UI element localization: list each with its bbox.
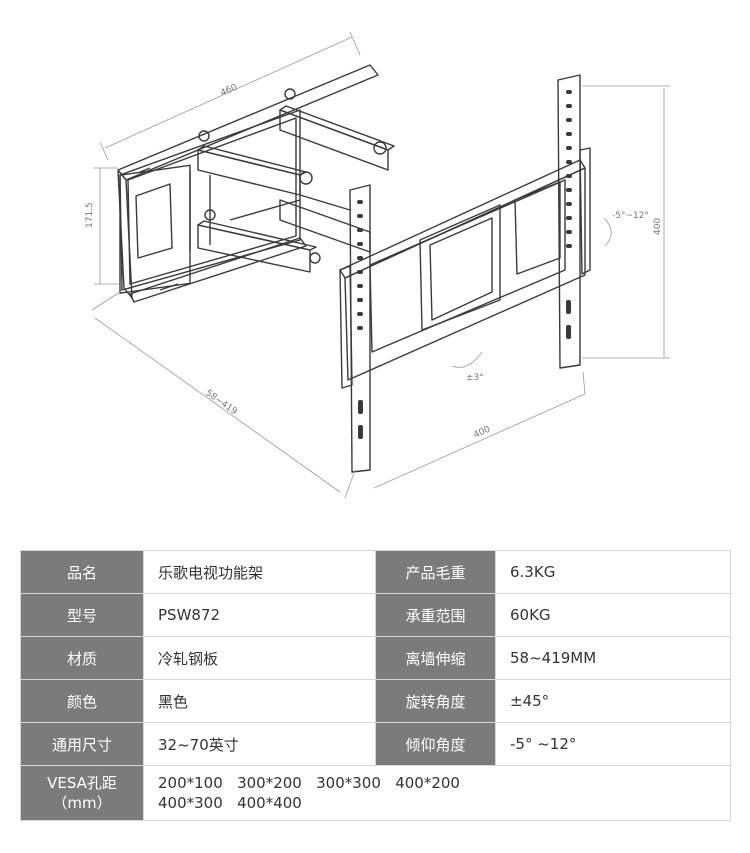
spec-label: 品名 — [20, 550, 144, 594]
table-row: 品名 乐歌电视功能架 产品毛重 6.3KG — [20, 550, 731, 594]
spec-value: PSW872 — [143, 593, 376, 637]
table-row: 通用尺寸 32~70英寸 倾仰角度 -5° ~12° — [20, 722, 731, 766]
spec-label: 承重范围 — [375, 593, 496, 637]
spec-value: 乐歌电视功能架 — [143, 550, 376, 594]
vesa-values-line2: 400*300 400*400 — [158, 794, 302, 812]
wall-plate — [117, 64, 379, 303]
spec-label: 通用尺寸 — [20, 722, 144, 766]
table-row: 型号 PSW872 承重范围 60KG — [20, 593, 731, 637]
spec-label: 旋转角度 — [375, 679, 496, 723]
spec-value: 60KG — [495, 593, 731, 637]
table-row: 材质 冷轧钢板 离墙伸缩 58~419MM — [20, 636, 731, 680]
spec-value: 6.3KG — [495, 550, 731, 594]
spec-value: -5° ~12° — [495, 722, 731, 766]
dim-extension: 58~419 — [203, 388, 239, 417]
spec-label-vesa: VESA孔距 （mm） — [20, 765, 144, 821]
dim-height-left: 171.5 — [85, 202, 95, 228]
wall-mount-technical-drawing: 460 171.5 58~419 400 400 -5°~12° ±3° — [85, 31, 670, 499]
spec-label: 颜色 — [20, 679, 144, 723]
dim-vesa-width: 400 — [472, 425, 492, 441]
vesa-label-line1: VESA孔距 — [47, 774, 117, 792]
spec-label: 产品毛重 — [375, 550, 496, 594]
spec-value: 32~70英寸 — [143, 722, 376, 766]
spec-table: 品名 乐歌电视功能架 产品毛重 6.3KG 型号 PSW872 承重范围 60K… — [20, 550, 731, 821]
vesa-values-line1: 200*100 300*200 300*300 400*200 — [158, 774, 460, 792]
rail-slots — [357, 90, 572, 439]
dim-tilt: -5°~12° — [612, 211, 649, 221]
dim-vesa-height: 400 — [653, 218, 663, 235]
spec-value-vesa: 200*100 300*200 300*300 400*200 400*300 … — [143, 765, 731, 821]
dimension-lines — [91, 31, 670, 499]
spec-label: 材质 — [20, 636, 144, 680]
spec-label: 离墙伸缩 — [375, 636, 496, 680]
dim-swivel: ±3° — [466, 373, 484, 383]
spec-value: 黑色 — [143, 679, 376, 723]
dim-width-top: 460 — [219, 83, 239, 99]
spec-label: 型号 — [20, 593, 144, 637]
spec-value: 冷轧钢板 — [143, 636, 376, 680]
table-row: VESA孔距 （mm） 200*100 300*200 300*300 400*… — [20, 765, 731, 821]
spec-value: ±45° — [495, 679, 731, 723]
articulating-arms — [189, 88, 395, 273]
table-row: 颜色 黑色 旋转角度 ±45° — [20, 679, 731, 723]
spec-value: 58~419MM — [495, 636, 731, 680]
tv-bracket — [339, 74, 591, 473]
vesa-label-line2: （mm） — [52, 794, 112, 812]
spec-label: 倾仰角度 — [375, 722, 496, 766]
